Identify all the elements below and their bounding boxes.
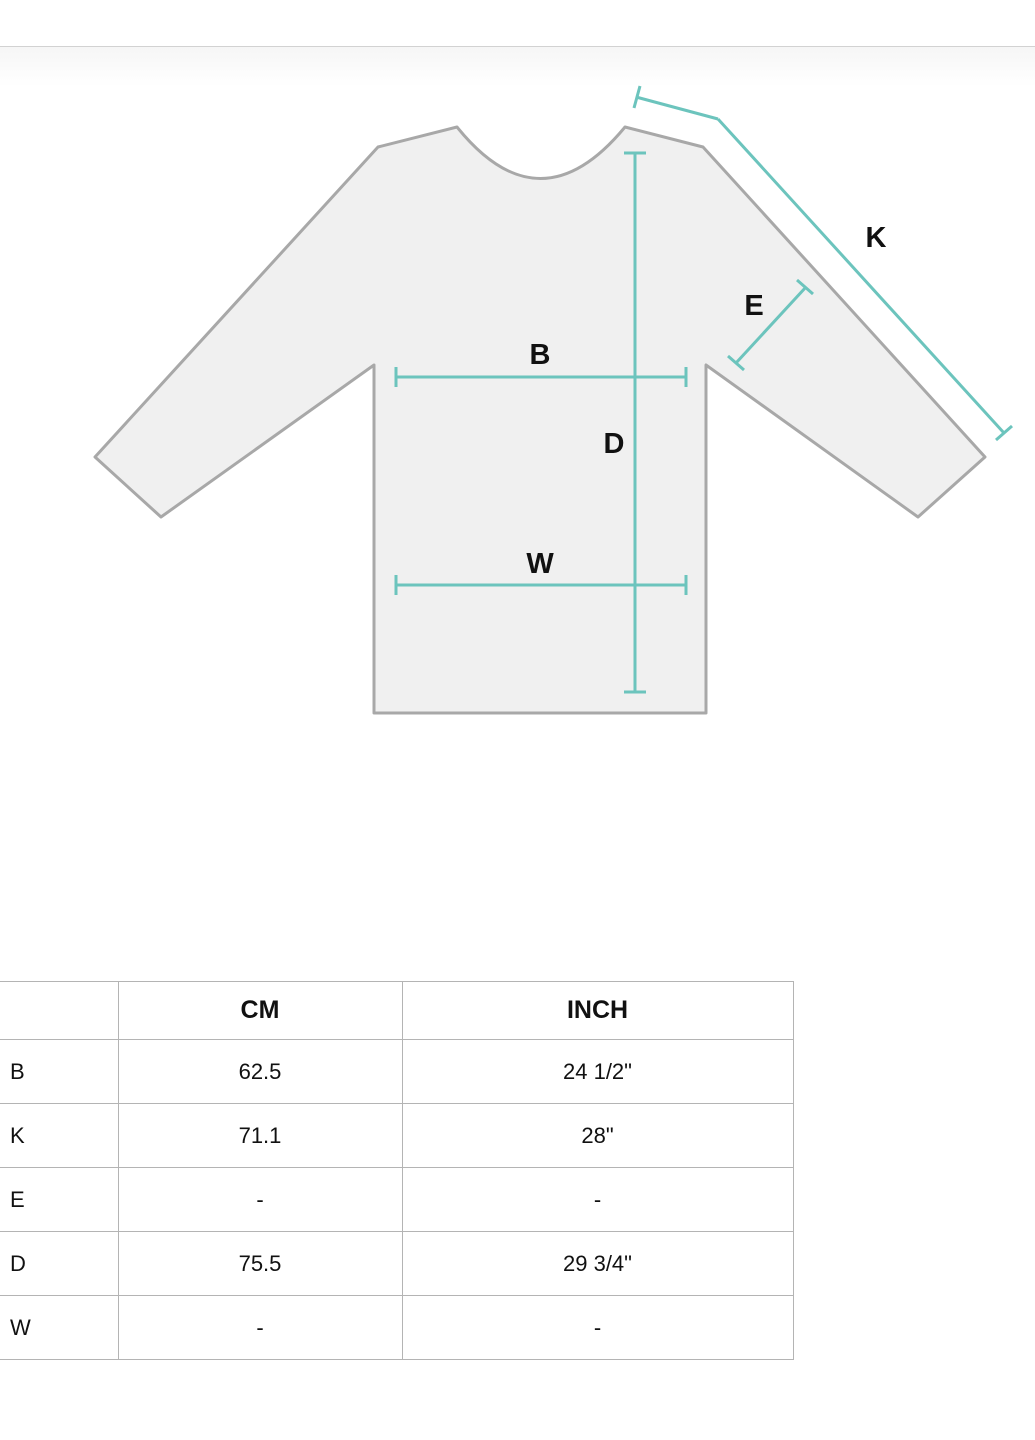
size-table: CM INCH B 62.5 24 1/2" K 71.1 28" E - - …: [0, 981, 794, 1360]
inch-value: 29 3/4": [401, 1231, 794, 1296]
header-cm: CM: [117, 981, 403, 1040]
table-row: B 62.5 24 1/2": [0, 1039, 794, 1104]
label-w: W: [526, 548, 554, 580]
measure-b: [394, 367, 688, 387]
row-label: B: [0, 1039, 119, 1104]
label-b: B: [530, 339, 551, 371]
measure-w: [394, 575, 688, 595]
label-d: D: [604, 428, 625, 460]
cm-value: 62.5: [117, 1039, 403, 1104]
row-label: D: [0, 1231, 119, 1296]
row-label: E: [0, 1167, 119, 1232]
inch-value: -: [401, 1295, 794, 1360]
inch-value: 24 1/2": [401, 1039, 794, 1104]
table-row: K 71.1 28": [0, 1103, 794, 1168]
sweater-outline: [93, 125, 987, 715]
table-row: E - -: [0, 1167, 794, 1232]
header-row: CM INCH: [0, 981, 794, 1040]
cm-value: 75.5: [117, 1231, 403, 1296]
row-label: W: [0, 1295, 119, 1360]
measure-k: [632, 85, 1013, 442]
header-inch: INCH: [401, 981, 794, 1040]
header-label: [0, 981, 119, 1040]
table-row: W - -: [0, 1295, 794, 1360]
sweater-diagram: K E B D W: [93, 85, 1013, 715]
label-k: K: [866, 222, 887, 254]
table-row: D 75.5 29 3/4": [0, 1231, 794, 1296]
measure-e: [727, 278, 814, 372]
cm-value: 71.1: [117, 1103, 403, 1168]
label-e: E: [744, 290, 763, 322]
row-label: K: [0, 1103, 119, 1168]
top-divider: [0, 46, 1035, 47]
cm-value: -: [117, 1295, 403, 1360]
inch-value: 28": [401, 1103, 794, 1168]
top-shadow: [0, 47, 1035, 87]
cm-value: -: [117, 1167, 403, 1232]
inch-value: -: [401, 1167, 794, 1232]
measure-d: [624, 151, 646, 694]
